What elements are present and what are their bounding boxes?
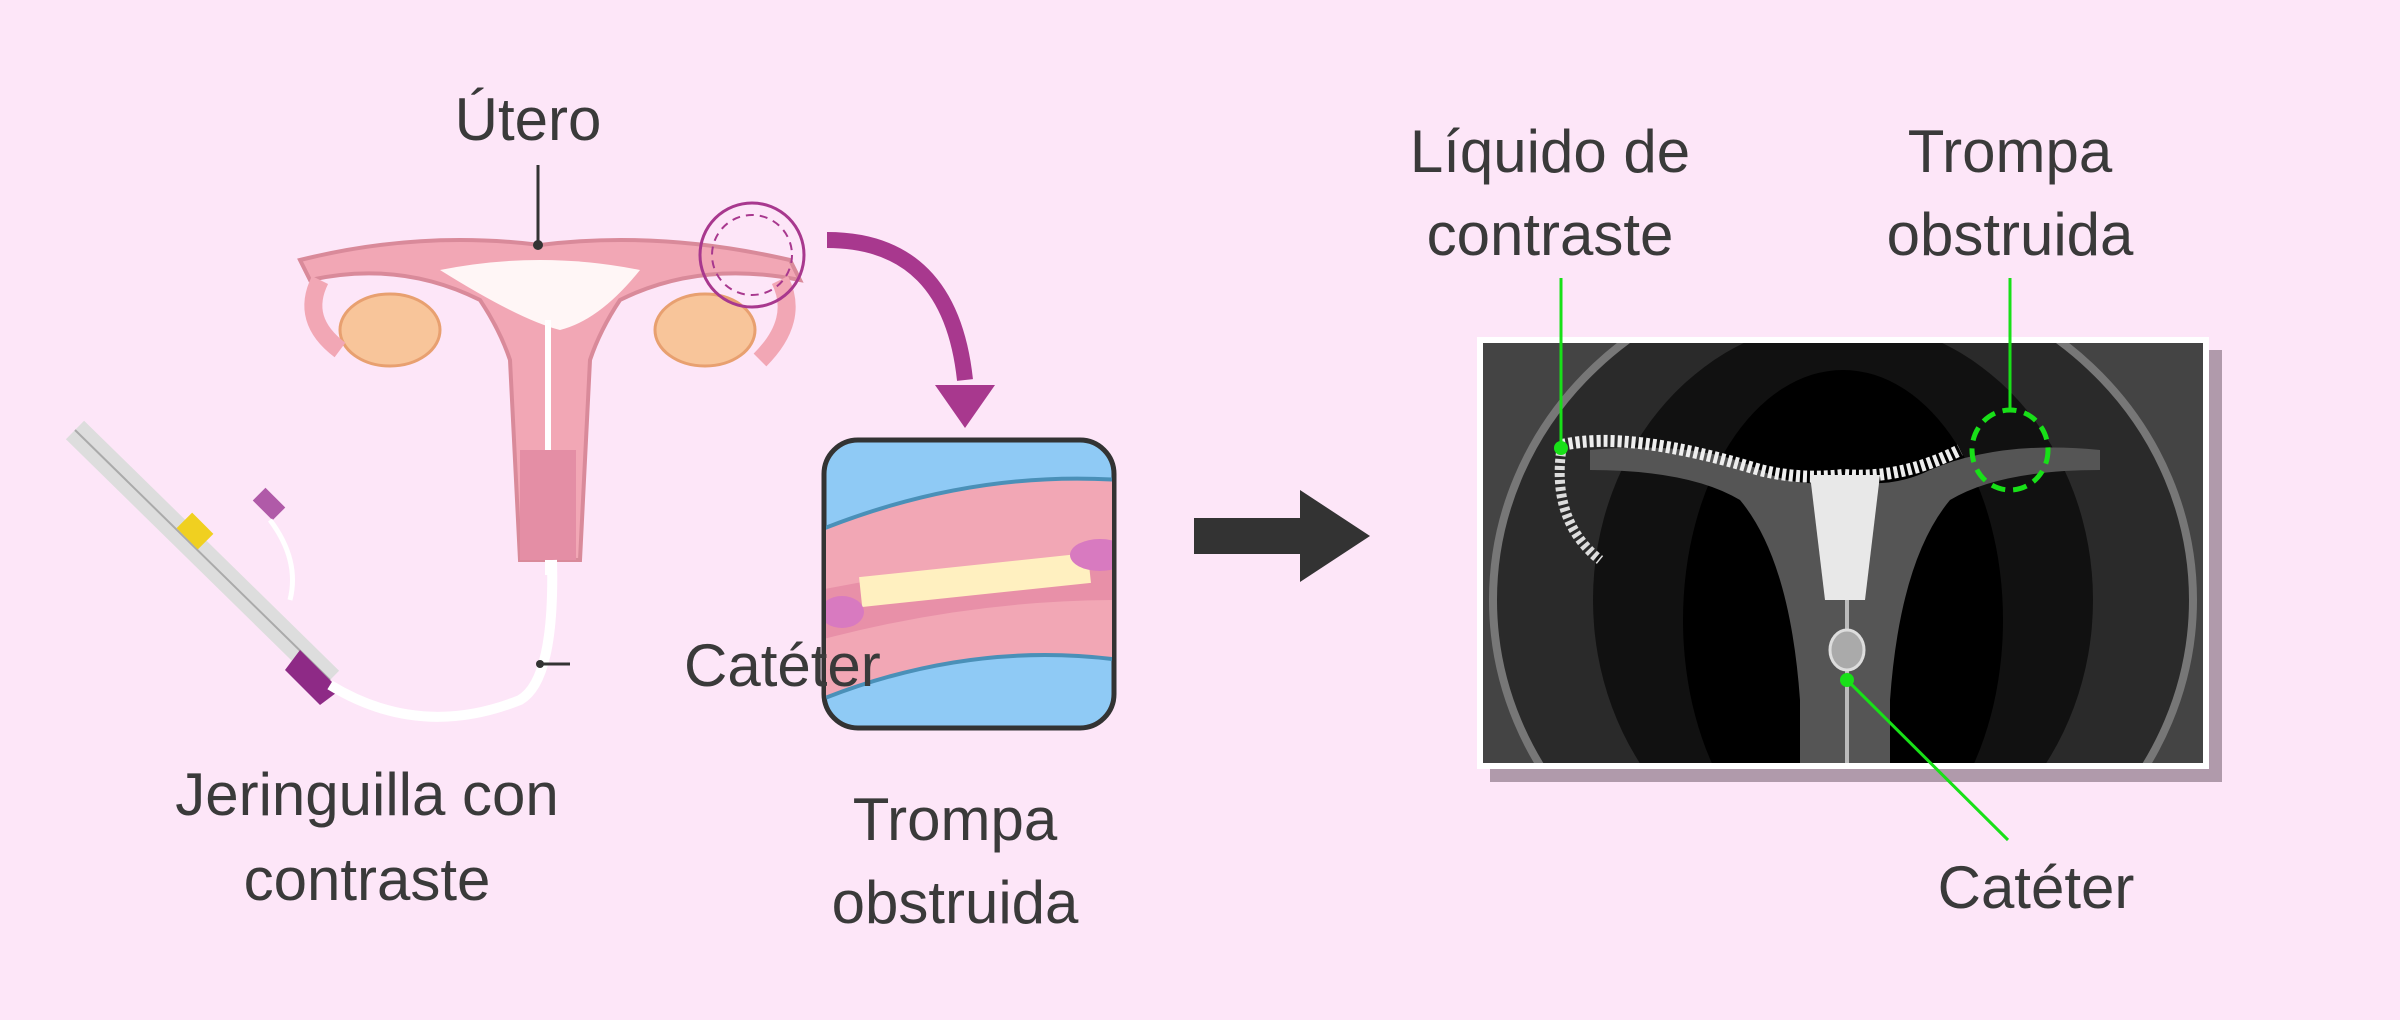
- tube-label-left-line2: obstruida: [832, 869, 1079, 936]
- tube-label-left-line1: Trompa: [853, 786, 1058, 853]
- uterus-illustration: [297, 165, 804, 575]
- curved-arrow-head: [935, 385, 995, 428]
- uterus-label: Útero: [455, 86, 602, 153]
- right-arrow-icon: [1194, 490, 1370, 582]
- catheter-label-left: Catéter: [684, 632, 881, 699]
- contrast-label-line2: contraste: [1427, 201, 1674, 268]
- syringe-label-line2: contraste: [244, 846, 491, 913]
- contrast-label-line1: Líquido de: [1410, 118, 1690, 185]
- syringe-icon: [65, 420, 340, 705]
- catheter-label-right: Catéter: [1938, 854, 2135, 921]
- tube-label-right-line1: Trompa: [1908, 118, 2113, 185]
- zoom-circle-indicator: [698, 201, 806, 309]
- xray-pointers: [1554, 278, 2051, 842]
- curved-arrow: [826, 232, 973, 381]
- tube-label-right-line2: obstruida: [1887, 201, 2134, 268]
- syringe-label-line1: Jeringuilla con: [175, 761, 559, 828]
- catheter-tube: [327, 559, 558, 722]
- xray-image: [1477, 337, 2222, 782]
- obstructed-tube-closeup: [821, 437, 1117, 731]
